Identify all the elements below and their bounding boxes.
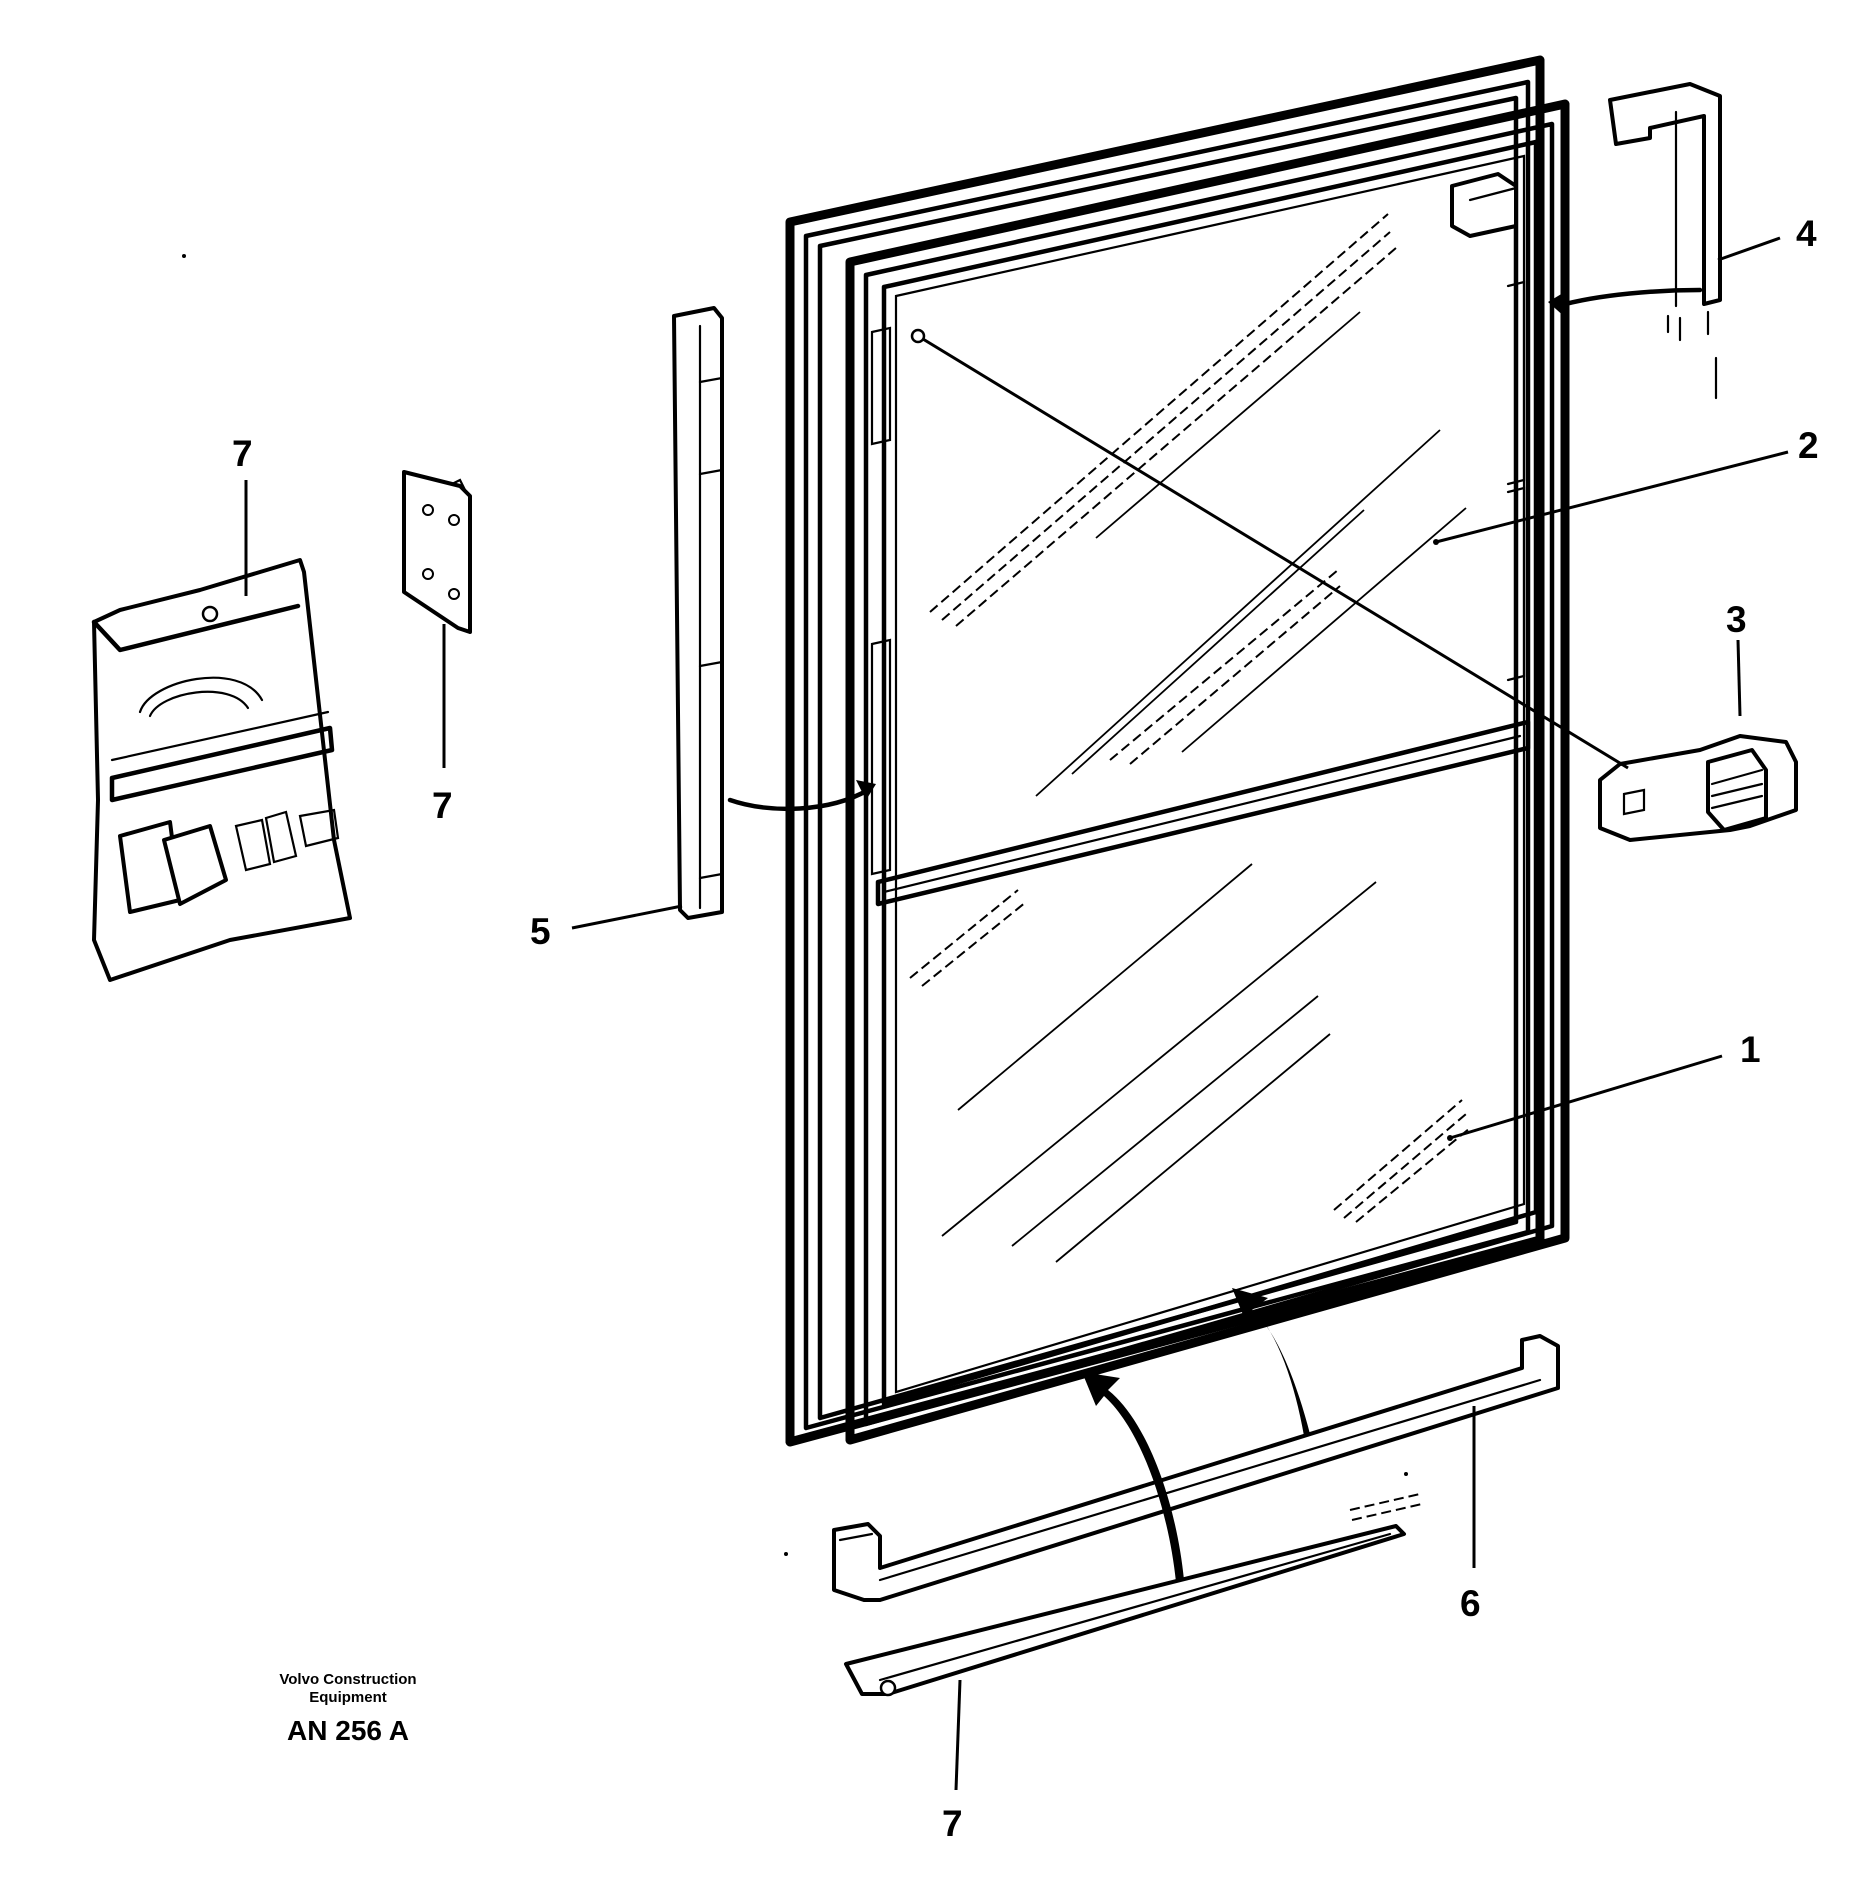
bottom-channel-part-6 xyxy=(832,1334,1560,1602)
fastener-bag-part-7 xyxy=(91,558,352,982)
callout-2: 2 xyxy=(1798,425,1819,466)
lower-pane-glass xyxy=(909,863,1471,1263)
mounting-plate-part-7 xyxy=(402,470,472,634)
credit-block: Volvo Construction Equipment AN 256 A xyxy=(279,1671,416,1746)
credit-line-1: Volvo Construction xyxy=(279,1671,416,1688)
leader-lines xyxy=(244,236,1789,1791)
window-frame-assembly xyxy=(785,55,1570,1447)
callout-5: 5 xyxy=(530,911,551,952)
credit-line-2: Equipment xyxy=(309,1689,387,1706)
callout-7-sill: 7 xyxy=(942,1803,963,1844)
callout-6: 6 xyxy=(1460,1583,1481,1624)
callout-4: 4 xyxy=(1796,213,1817,254)
callout-7-bag: 7 xyxy=(232,433,253,474)
corner-profile-part-4 xyxy=(1450,82,1722,400)
upper-pane-glass xyxy=(929,213,1467,797)
seal-strip-part-5 xyxy=(672,306,724,920)
sill-strip-part-7-bottom xyxy=(844,1493,1423,1697)
assembly-arrows xyxy=(1082,1288,1310,1582)
drawing-code: AN 256 A xyxy=(287,1715,409,1746)
callout-7-plate: 7 xyxy=(432,785,453,826)
callout-3: 3 xyxy=(1726,599,1747,640)
callout-1: 1 xyxy=(1740,1029,1761,1070)
latch-block-part-3 xyxy=(1598,734,1798,842)
